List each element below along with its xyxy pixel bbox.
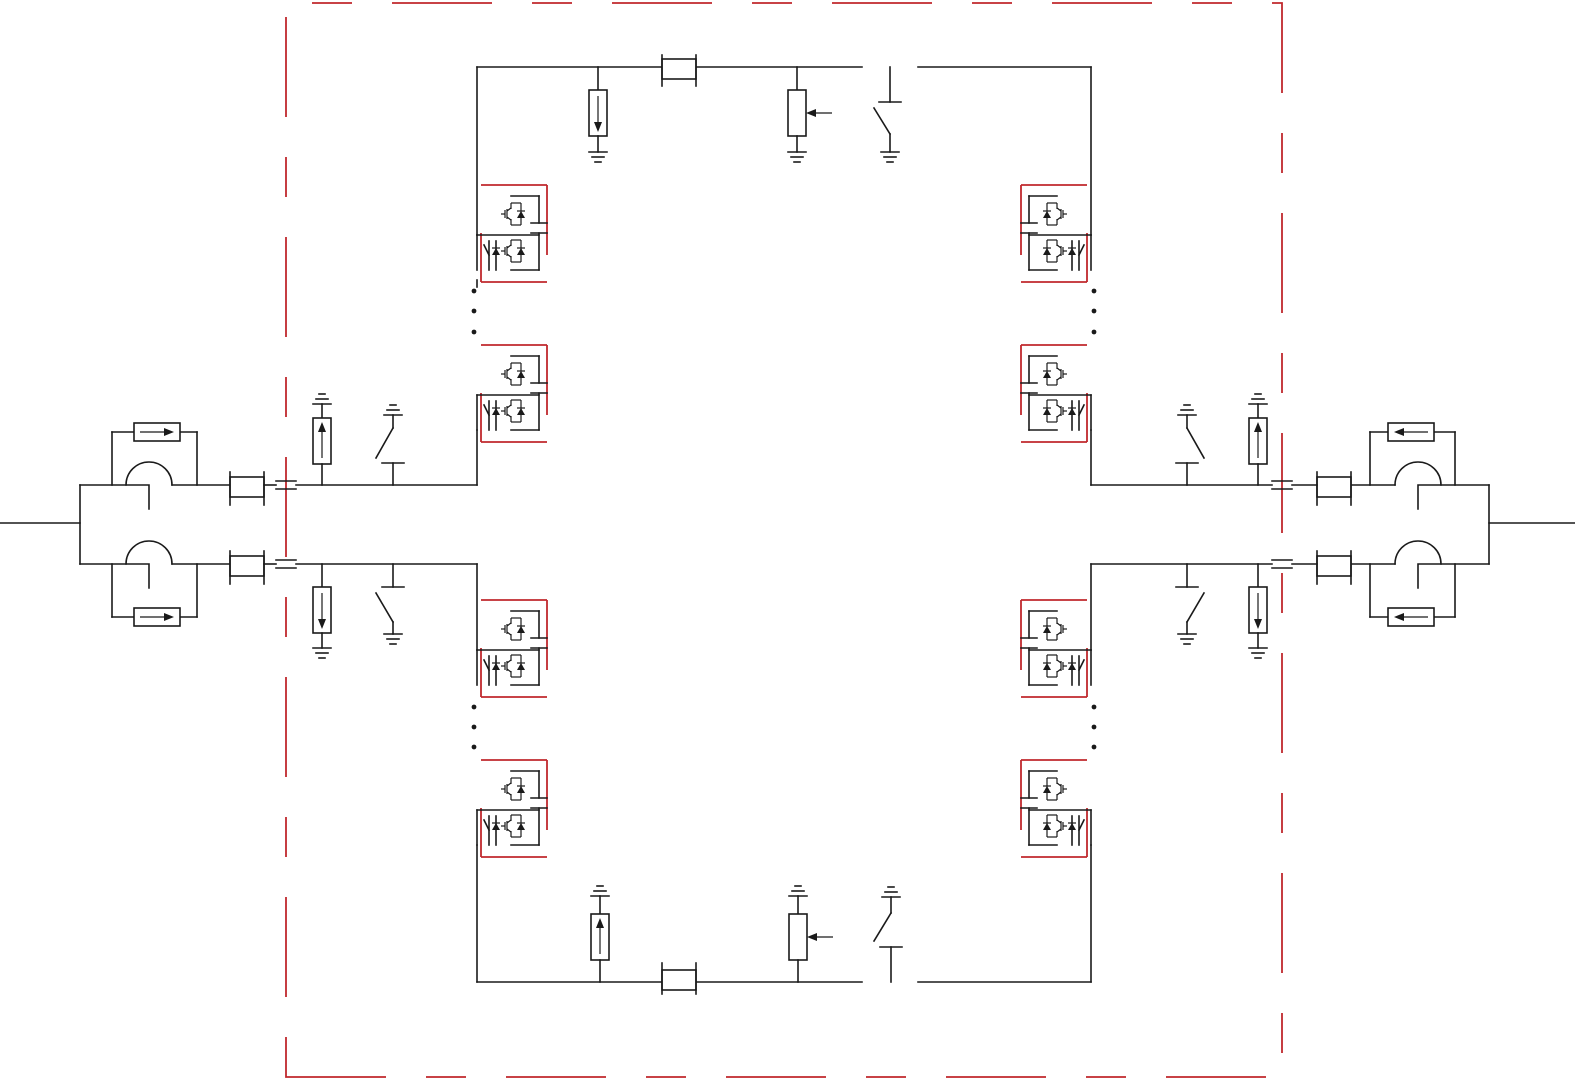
arm-conductors xyxy=(476,66,1092,983)
arm-upper-right xyxy=(1021,185,1097,442)
bottom-chain xyxy=(476,885,1092,995)
enclosure-boundary xyxy=(285,2,1283,1078)
right-terminal xyxy=(1090,393,1575,659)
submodule xyxy=(1021,185,1091,282)
top-grounding-switch xyxy=(872,66,902,163)
submodule xyxy=(1021,600,1091,697)
top-reactor xyxy=(661,54,697,87)
arm-lower-right xyxy=(1021,600,1097,857)
bottom-variable-resistor xyxy=(788,885,833,983)
submodule xyxy=(477,760,547,857)
submodule xyxy=(477,185,547,282)
submodule xyxy=(477,345,547,442)
left-terminal xyxy=(0,393,478,659)
arm-lower-left xyxy=(471,600,547,857)
bottom-reactor xyxy=(661,962,697,995)
bottom-arrow-resistor xyxy=(590,885,610,983)
top-chain xyxy=(476,54,1092,163)
submodule xyxy=(1021,760,1091,857)
top-arrow-resistor xyxy=(588,66,608,163)
bottom-grounding-switch xyxy=(872,886,903,983)
top-variable-resistor xyxy=(787,66,832,163)
submodule xyxy=(1021,345,1091,442)
submodule xyxy=(477,600,547,697)
arm-upper-left xyxy=(471,185,547,442)
